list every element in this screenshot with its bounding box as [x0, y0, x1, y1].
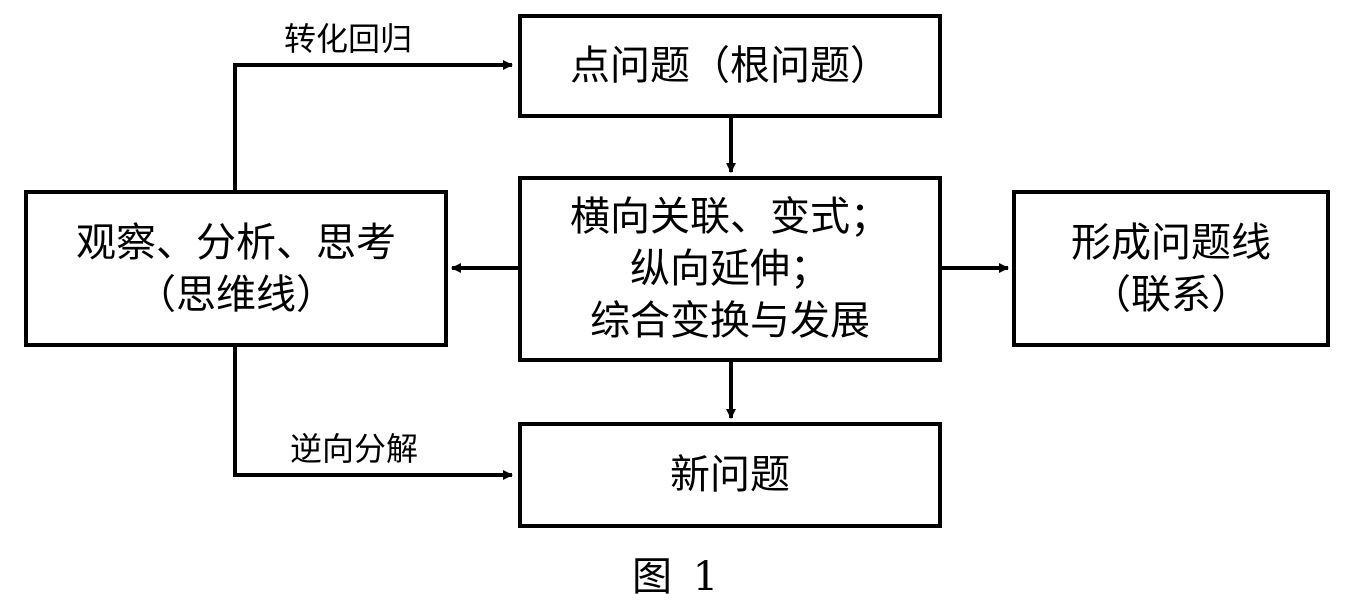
node-relations-line-2: 纵向延伸；: [630, 246, 830, 292]
node-observe-line-1: 观察、分析、思考: [76, 219, 396, 266]
node-new-problem: 新问题: [518, 422, 942, 528]
node-problem-line-line-2: （联系）: [1091, 271, 1251, 318]
edge-observe-to-point-problem: [233, 60, 513, 190]
edge-observe-to-new-problem: [233, 347, 513, 480]
node-relations-line-3: 综合变换与发展: [590, 298, 870, 344]
node-problem-line-line-1: 形成问题线: [1071, 219, 1271, 266]
node-new-problem-label: 新问题: [670, 452, 790, 498]
node-problem-line: 形成问题线 （联系）: [1012, 190, 1330, 347]
node-observe: 观察、分析、思考 （思维线）: [24, 190, 448, 347]
edge-label-transform-return: 转化回归: [284, 20, 413, 58]
node-point-problem: 点问题（根问题）: [518, 14, 942, 118]
node-relations: 横向关联、变式； 纵向延伸； 综合变换与发展: [518, 176, 942, 362]
node-observe-line-2: （思维线）: [136, 271, 336, 318]
edge-label-reverse-decompose: 逆向分解: [290, 430, 419, 468]
node-point-problem-label: 点问题（根问题）: [570, 43, 890, 89]
figure-caption: 图 1: [632, 554, 723, 600]
node-relations-line-1: 横向关联、变式；: [570, 194, 890, 240]
